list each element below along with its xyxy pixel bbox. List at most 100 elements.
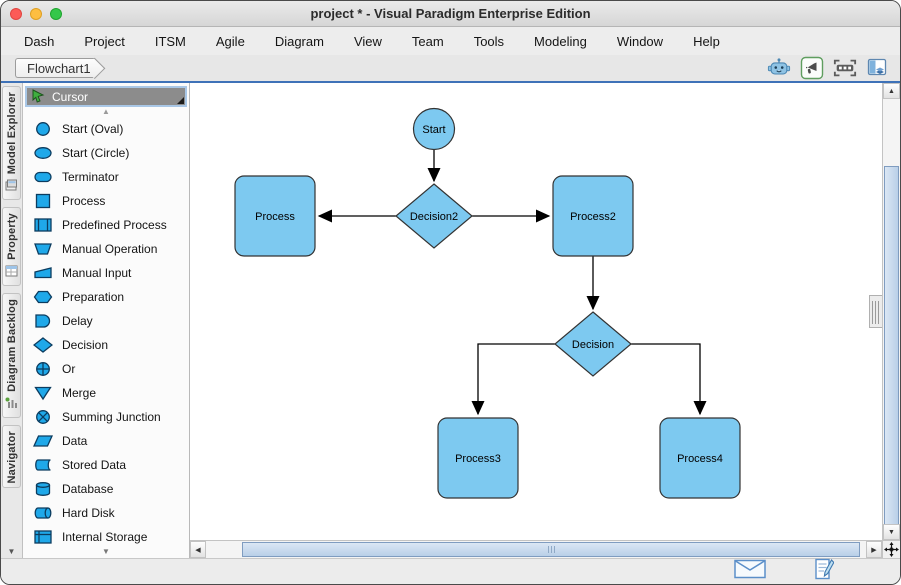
node-process3[interactable]: Process3 xyxy=(437,417,519,499)
palette-item-merge[interactable]: Merge xyxy=(23,381,189,405)
sidebar-tab-property[interactable]: Property xyxy=(2,207,21,287)
pan-corner-button[interactable] xyxy=(882,540,900,558)
scroll-down-button[interactable]: ▼ xyxy=(883,524,900,540)
zoom-button[interactable] xyxy=(50,8,62,20)
palette-item-label: Predefined Process xyxy=(62,218,167,232)
diagram-tab-bar: Flowchart1 xyxy=(1,55,900,81)
horizontal-scroll-thumb[interactable] xyxy=(242,542,860,557)
palette-item-hard-disk[interactable]: Hard Disk xyxy=(23,501,189,525)
palette-item-label: Internal Storage xyxy=(62,530,148,544)
node-decision2[interactable]: Decision2 xyxy=(395,183,473,249)
menu-dash[interactable]: Dash xyxy=(24,33,55,49)
minimize-button[interactable] xyxy=(30,8,42,20)
start-oval-icon xyxy=(33,121,53,137)
palette-item-summing-junction[interactable]: Summing Junction xyxy=(23,405,189,429)
strip-scroll-down-icon[interactable]: ▼ xyxy=(7,547,16,556)
panel-splitter-grip[interactable] xyxy=(869,295,882,328)
palette-item-label: Preparation xyxy=(62,290,125,304)
edge-decision-process4[interactable] xyxy=(631,343,707,416)
accent-divider xyxy=(1,81,900,83)
main-area: Model Explorer Property xyxy=(1,83,900,558)
palette-scroll-up-icon[interactable]: ▲ xyxy=(102,107,110,116)
palette-cursor-label: Cursor xyxy=(52,89,89,104)
palette-item-label: Start (Oval) xyxy=(62,122,124,136)
sidebar-tab-label: Property xyxy=(5,213,18,261)
menu-team[interactable]: Team xyxy=(411,33,444,49)
palette-item-data[interactable]: Data xyxy=(23,429,189,453)
palette-item-start-oval[interactable]: Start (Oval) xyxy=(23,117,189,141)
announcement-icon[interactable] xyxy=(800,56,824,80)
mail-icon[interactable] xyxy=(734,559,766,584)
sidebar-tab-navigator[interactable]: Navigator xyxy=(2,424,21,488)
menu-tools[interactable]: Tools xyxy=(473,33,505,49)
node-process2[interactable]: Process2 xyxy=(552,175,634,257)
palette-item-label: Stored Data xyxy=(62,458,127,472)
manual-input-icon xyxy=(33,265,53,281)
palette-item-stored-data[interactable]: Stored Data xyxy=(23,453,189,477)
status-bar xyxy=(1,558,900,584)
tab-flowchart1[interactable]: Flowchart1 xyxy=(15,58,95,78)
menu-help[interactable]: Help xyxy=(693,33,720,49)
decision-icon xyxy=(33,337,53,353)
vertical-scroll-thumb[interactable] xyxy=(884,166,899,526)
shape-palette: Cursor ▲ Start (Oval) Start (Circle) xyxy=(23,83,190,558)
node-process-label: Process xyxy=(255,211,295,223)
palette-item-or[interactable]: Or xyxy=(23,357,189,381)
palette-item-internal-storage[interactable]: Internal Storage xyxy=(23,525,189,549)
sidebar-tab-model-explorer[interactable]: Model Explorer xyxy=(2,86,21,201)
palette-item-delay[interactable]: Delay xyxy=(23,309,189,333)
palette-item-predefined-process[interactable]: Predefined Process xyxy=(23,213,189,237)
menu-window[interactable]: Window xyxy=(616,33,664,49)
panel-layout-icon[interactable] xyxy=(866,57,890,79)
palette-cursor-tool[interactable]: Cursor xyxy=(25,86,187,107)
diagram-backlog-icon xyxy=(5,396,18,414)
node-decision[interactable]: Decision xyxy=(554,311,632,377)
palette-item-label: Decision xyxy=(62,338,109,352)
edit-note-icon[interactable] xyxy=(814,558,835,584)
palette-item-terminator[interactable]: Terminator xyxy=(23,165,189,189)
sidebar-tab-diagram-backlog[interactable]: Diagram Backlog xyxy=(2,293,21,418)
palette-item-start-circle[interactable]: Start (Circle) xyxy=(23,141,189,165)
node-start[interactable]: Start xyxy=(412,107,456,151)
menu-view[interactable]: View xyxy=(353,33,382,49)
scroll-left-button[interactable]: ◀ xyxy=(190,541,206,558)
preparation-icon xyxy=(33,289,53,305)
merge-icon xyxy=(33,385,53,401)
palette-item-process[interactable]: Process xyxy=(23,189,189,213)
palette-item-label: Merge xyxy=(62,386,97,400)
palette-item-manual-input[interactable]: Manual Input xyxy=(23,261,189,285)
scroll-right-button[interactable]: ▶ xyxy=(866,541,882,558)
node-process4-label: Process4 xyxy=(677,453,723,465)
node-process3-label: Process3 xyxy=(455,453,501,465)
palette-item-decision[interactable]: Decision xyxy=(23,333,189,357)
palette-item-database[interactable]: Database xyxy=(23,477,189,501)
scroll-up-button[interactable]: ▲ xyxy=(883,83,900,99)
menu-diagram[interactable]: Diagram xyxy=(274,33,324,49)
vertical-scrollbar[interactable]: ▲ ▼ xyxy=(882,83,900,540)
palette-scroll-down-icon[interactable]: ▼ xyxy=(23,547,189,557)
menu-bar: Dash Project ITSM Agile Diagram View Tea… xyxy=(1,27,900,55)
menu-modeling[interactable]: Modeling xyxy=(534,33,587,49)
node-process[interactable]: Process xyxy=(234,175,316,257)
model-explorer-icon xyxy=(5,178,18,196)
storyboard-icon[interactable] xyxy=(833,57,857,79)
palette-item-label: Delay xyxy=(62,314,93,328)
predefined-process-icon xyxy=(33,217,53,233)
palette-item-preparation[interactable]: Preparation xyxy=(23,285,189,309)
title-bar: project * - Visual Paradigm Enterprise E… xyxy=(1,1,900,27)
diagram-canvas[interactable]: Start Decision2 Process Process2 xyxy=(190,83,882,540)
palette-item-label: Database xyxy=(62,482,114,496)
tab-label: Flowchart1 xyxy=(27,60,91,76)
node-process4[interactable]: Process4 xyxy=(659,417,741,499)
horizontal-scrollbar[interactable]: ◀ ▶ xyxy=(190,540,882,558)
cursor-corner-fold xyxy=(177,97,184,104)
menu-agile[interactable]: Agile xyxy=(215,33,245,49)
vp-bot-icon[interactable] xyxy=(767,57,791,79)
menu-project[interactable]: Project xyxy=(84,33,125,49)
palette-item-manual-operation[interactable]: Manual Operation xyxy=(23,237,189,261)
menu-itsm[interactable]: ITSM xyxy=(154,33,186,49)
edge-decision-process3[interactable] xyxy=(471,343,555,416)
stored-data-icon xyxy=(33,457,53,473)
toolbar-icons xyxy=(767,56,890,80)
close-button[interactable] xyxy=(10,8,22,20)
